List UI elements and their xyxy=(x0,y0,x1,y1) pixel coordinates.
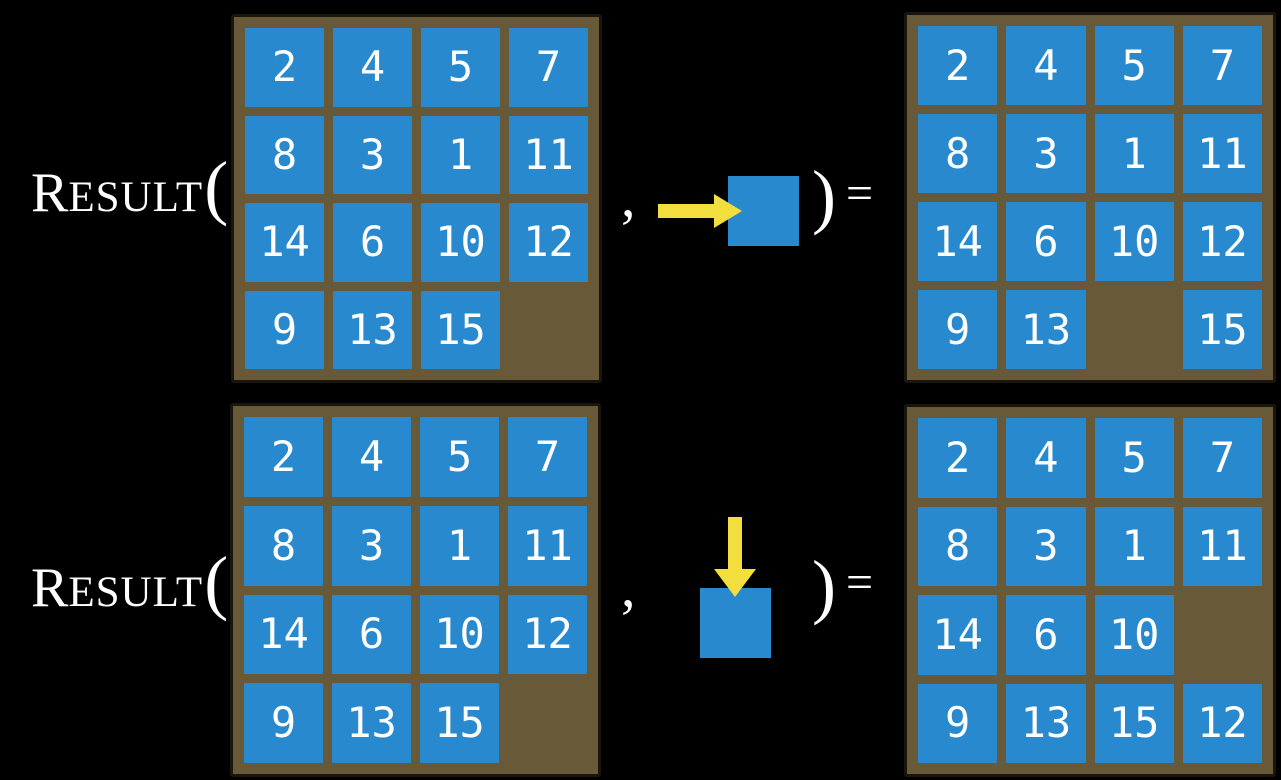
tile-12: 12 xyxy=(508,594,587,675)
tile-14: 14 xyxy=(244,594,323,675)
tile-11: 11 xyxy=(1182,506,1262,586)
tile-15: 15 xyxy=(1182,290,1262,369)
function-name-initial: R xyxy=(31,162,69,224)
tile-6: 6 xyxy=(1006,595,1086,675)
comma-separator: , xyxy=(621,554,636,619)
tile-3: 3 xyxy=(1006,506,1086,586)
tile-12: 12 xyxy=(1182,202,1262,281)
close-paren: ) xyxy=(812,546,836,626)
tile-3: 3 xyxy=(332,505,411,586)
tile-14: 14 xyxy=(918,202,998,281)
tile-2: 2 xyxy=(244,417,323,497)
open-paren: ( xyxy=(204,542,229,622)
tile-7: 7 xyxy=(1182,418,1262,498)
tile-2: 2 xyxy=(918,418,998,498)
tile-7: 7 xyxy=(509,28,588,107)
tile-8: 8 xyxy=(244,505,323,586)
blank-cell xyxy=(509,291,588,370)
tile-10: 10 xyxy=(1094,202,1174,281)
tile-6: 6 xyxy=(332,594,411,675)
tile-4: 4 xyxy=(1006,26,1086,105)
equals-sign: = xyxy=(846,167,874,220)
close-paren: ) xyxy=(812,156,836,236)
tile-10: 10 xyxy=(1094,595,1174,675)
tile-14: 14 xyxy=(245,203,324,282)
tile-7: 7 xyxy=(1182,26,1262,105)
tile-10: 10 xyxy=(420,594,499,675)
tile-2: 2 xyxy=(245,28,324,107)
function-name-initial: R xyxy=(31,557,69,619)
tile-14: 14 xyxy=(918,595,998,675)
tile-12: 12 xyxy=(1182,683,1262,763)
open-paren: ( xyxy=(204,147,229,227)
tile-8: 8 xyxy=(918,114,998,193)
tile-15: 15 xyxy=(1094,683,1174,763)
tile-3: 3 xyxy=(1006,114,1086,193)
blank-cell xyxy=(1183,595,1262,675)
blank-tile-square xyxy=(700,588,771,658)
function-name-rest: ESULT xyxy=(68,569,204,616)
tile-15: 15 xyxy=(420,683,499,763)
down-arrow-icon xyxy=(714,517,756,597)
right-arrow-icon xyxy=(658,194,742,228)
tile-5: 5 xyxy=(1094,418,1174,498)
tile-1: 1 xyxy=(1094,506,1174,586)
tile-7: 7 xyxy=(508,417,587,497)
tile-13: 13 xyxy=(1006,683,1086,763)
tile-13: 13 xyxy=(1006,290,1086,369)
tile-1: 1 xyxy=(1094,114,1174,193)
tile-2: 2 xyxy=(918,26,998,105)
tile-4: 4 xyxy=(1006,418,1086,498)
tile-13: 13 xyxy=(332,683,411,763)
tile-11: 11 xyxy=(1182,114,1262,193)
tile-12: 12 xyxy=(509,203,588,282)
tile-13: 13 xyxy=(333,290,412,369)
tile-9: 9 xyxy=(918,290,998,369)
tile-5: 5 xyxy=(1094,26,1174,105)
tile-11: 11 xyxy=(509,115,588,194)
tile-3: 3 xyxy=(333,115,412,194)
tile-9: 9 xyxy=(244,683,323,763)
tile-4: 4 xyxy=(332,417,411,497)
tile-5: 5 xyxy=(420,417,499,497)
tile-5: 5 xyxy=(421,28,500,107)
tile-15: 15 xyxy=(421,290,500,369)
tile-8: 8 xyxy=(245,115,324,194)
blank-cell xyxy=(1095,290,1174,369)
tile-11: 11 xyxy=(508,505,587,586)
blank-cell xyxy=(508,683,587,763)
tile-9: 9 xyxy=(245,290,324,369)
function-name-rest: ESULT xyxy=(68,174,204,221)
tile-8: 8 xyxy=(918,506,998,586)
tile-6: 6 xyxy=(333,203,412,282)
tile-1: 1 xyxy=(420,505,499,586)
equals-sign: = xyxy=(846,556,874,609)
tile-6: 6 xyxy=(1006,202,1086,281)
tile-10: 10 xyxy=(421,203,500,282)
tile-4: 4 xyxy=(333,28,412,107)
comma-separator: , xyxy=(621,164,636,229)
tile-9: 9 xyxy=(918,683,998,763)
tile-1: 1 xyxy=(421,115,500,194)
